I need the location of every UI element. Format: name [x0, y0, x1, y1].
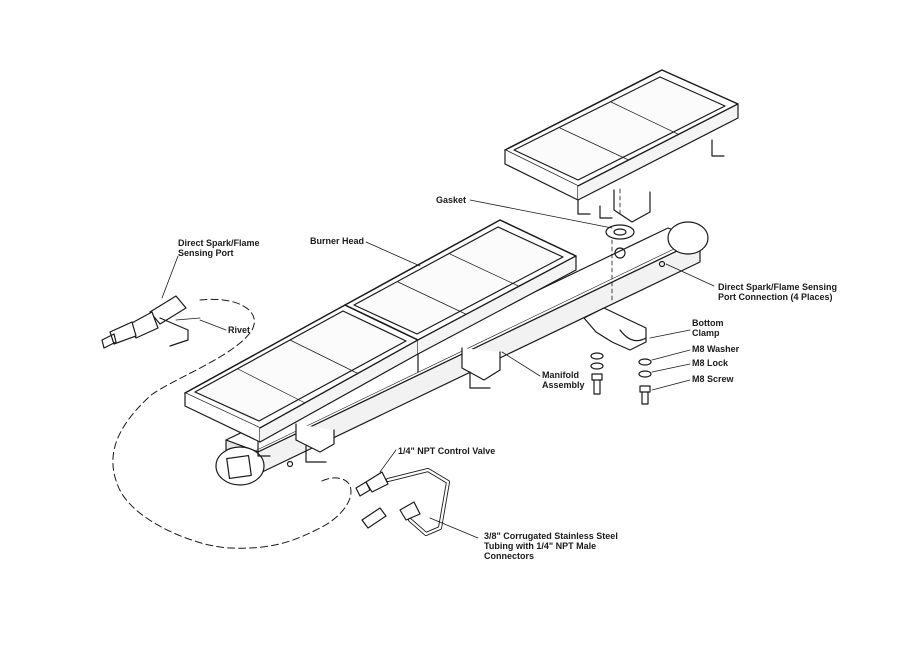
rivet-label: Rivet [228, 325, 251, 335]
bottom-clamp [583, 307, 647, 351]
burner-head-top [504, 69, 739, 223]
leader-lines [161, 185, 715, 539]
fastener-stack-left [590, 352, 604, 395]
port-hole [614, 247, 626, 259]
m8-washer-label: M8 Washer [692, 344, 740, 354]
m8-lock-label: M8 Lock [692, 358, 729, 368]
m8-screw-label: M8 Screw [692, 374, 734, 384]
gasket [605, 224, 635, 240]
fastener-stack-right [638, 358, 652, 405]
gasket-label: Gasket [436, 195, 467, 205]
spark-sensing-port [101, 295, 201, 349]
sensing-wire [112, 298, 352, 549]
control-valve [355, 471, 389, 497]
burner-head-label: Burner Head [310, 236, 365, 246]
burner-head-middle [344, 219, 577, 389]
corrugated-tubing [361, 468, 450, 536]
burner-head-front [184, 304, 419, 463]
control-valve-label: 1/4" NPT Control Valve [398, 446, 496, 456]
